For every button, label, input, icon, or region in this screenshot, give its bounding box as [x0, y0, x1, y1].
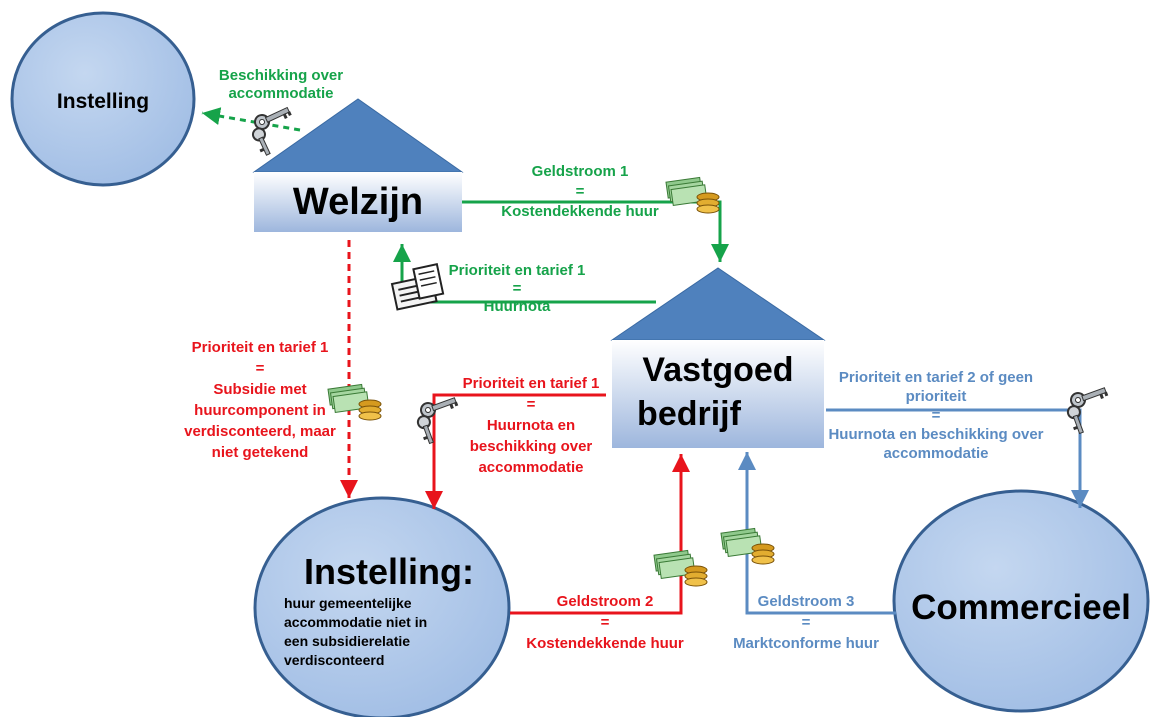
huurnota-label-line: Prioriteit en tarief 1: [449, 262, 586, 279]
tarief2-label-line: accommodatie: [883, 445, 988, 462]
geldstroom2-arrow: [510, 454, 690, 615]
instelling-bottom-desc-line: verdisconteerd: [284, 652, 384, 668]
geldstroom2-label-line: Kostendekkende huur: [526, 635, 684, 652]
instelling-bottom-description: huur gemeentelijke accommodatie niet in ee…: [284, 595, 427, 668]
geldstroom1-label-line: Kostendekkende huur: [501, 203, 659, 220]
keys-icon: [411, 392, 469, 446]
beschikking-label-line: Beschikking over: [219, 67, 343, 84]
instelling-bottom-desc-line: een subsidierelatie: [284, 633, 410, 649]
money-icon: [665, 176, 720, 214]
geldstroom3-arrow: [738, 452, 896, 615]
welzijn-title: Welzijn: [293, 181, 423, 223]
tarief2-label-line: Huurnota en beschikking over: [828, 426, 1043, 443]
tarief2-label-line: Prioriteit en tarief 2 of geen: [839, 369, 1033, 386]
instelling-top-title: Instelling: [57, 90, 149, 113]
huurnota-beschikking-label-line: =: [527, 396, 536, 413]
vastgoedbedrijf-node: [610, 267, 826, 448]
instelling-bottom-node: [253, 496, 511, 717]
geldstroom3-label-line: Marktconforme huur: [733, 635, 879, 652]
geldstroom1-label-line: Geldstroom 1: [532, 163, 629, 180]
subsidie-label-line: niet getekend: [212, 444, 309, 461]
welzijn-node: [252, 98, 464, 232]
subsidie-label-line: huurcomponent in: [194, 402, 326, 419]
vastgoed-title-line2: bedrijf: [637, 395, 742, 433]
instelling-top-node: [10, 11, 196, 187]
subsidie-label-line: Subsidie met: [213, 381, 306, 398]
instelling-bottom-desc-line: accommodatie niet in: [284, 614, 427, 630]
geldstroom2-label-line: Geldstroom 2: [557, 593, 654, 610]
geldstroom1-label-line: =: [576, 183, 585, 200]
beschikking-arrow: [201, 107, 301, 132]
huurnota-beschikking-label-line: accommodatie: [478, 459, 583, 476]
huurnota-beschikking-arrow: [425, 393, 606, 509]
instelling-bottom-title: Instelling:: [304, 551, 474, 592]
huurnota-beschikking-label-line: Huurnota en: [487, 417, 575, 434]
money-icon: [327, 383, 382, 421]
keys-icon: [1061, 382, 1119, 436]
subsidie-label-line: =: [256, 360, 265, 377]
huurnota-beschikking-label-line: Prioriteit en tarief 1: [463, 375, 600, 392]
subsidie-label-line: verdisconteerd, maar: [184, 423, 336, 440]
instelling-bottom-desc-line: huur gemeentelijke: [284, 595, 412, 611]
vastgoed-title-line1: Vastgoed: [642, 351, 793, 389]
invoice-icon: [390, 263, 445, 311]
geldstroom1-arrow: [462, 200, 729, 262]
geldstroom3-label-line: =: [802, 614, 811, 631]
tarief2-label-line: =: [932, 407, 941, 424]
tarief2-label-line: prioriteit: [906, 388, 967, 405]
beschikking-label-line: accommodatie: [228, 85, 333, 102]
commercieel-node: [892, 489, 1150, 713]
subsidie-label-line: Prioriteit en tarief 1: [192, 339, 329, 356]
huurnota-label-line: =: [513, 280, 522, 297]
huurnota-beschikking-label-line: beschikking over: [470, 438, 593, 455]
huurnota-label-line: Huurnota: [484, 298, 551, 315]
commercieel-title: Commercieel: [911, 588, 1131, 627]
geldstroom3-label-line: Geldstroom 3: [758, 593, 855, 610]
geldstroom2-label-line: =: [601, 614, 610, 631]
